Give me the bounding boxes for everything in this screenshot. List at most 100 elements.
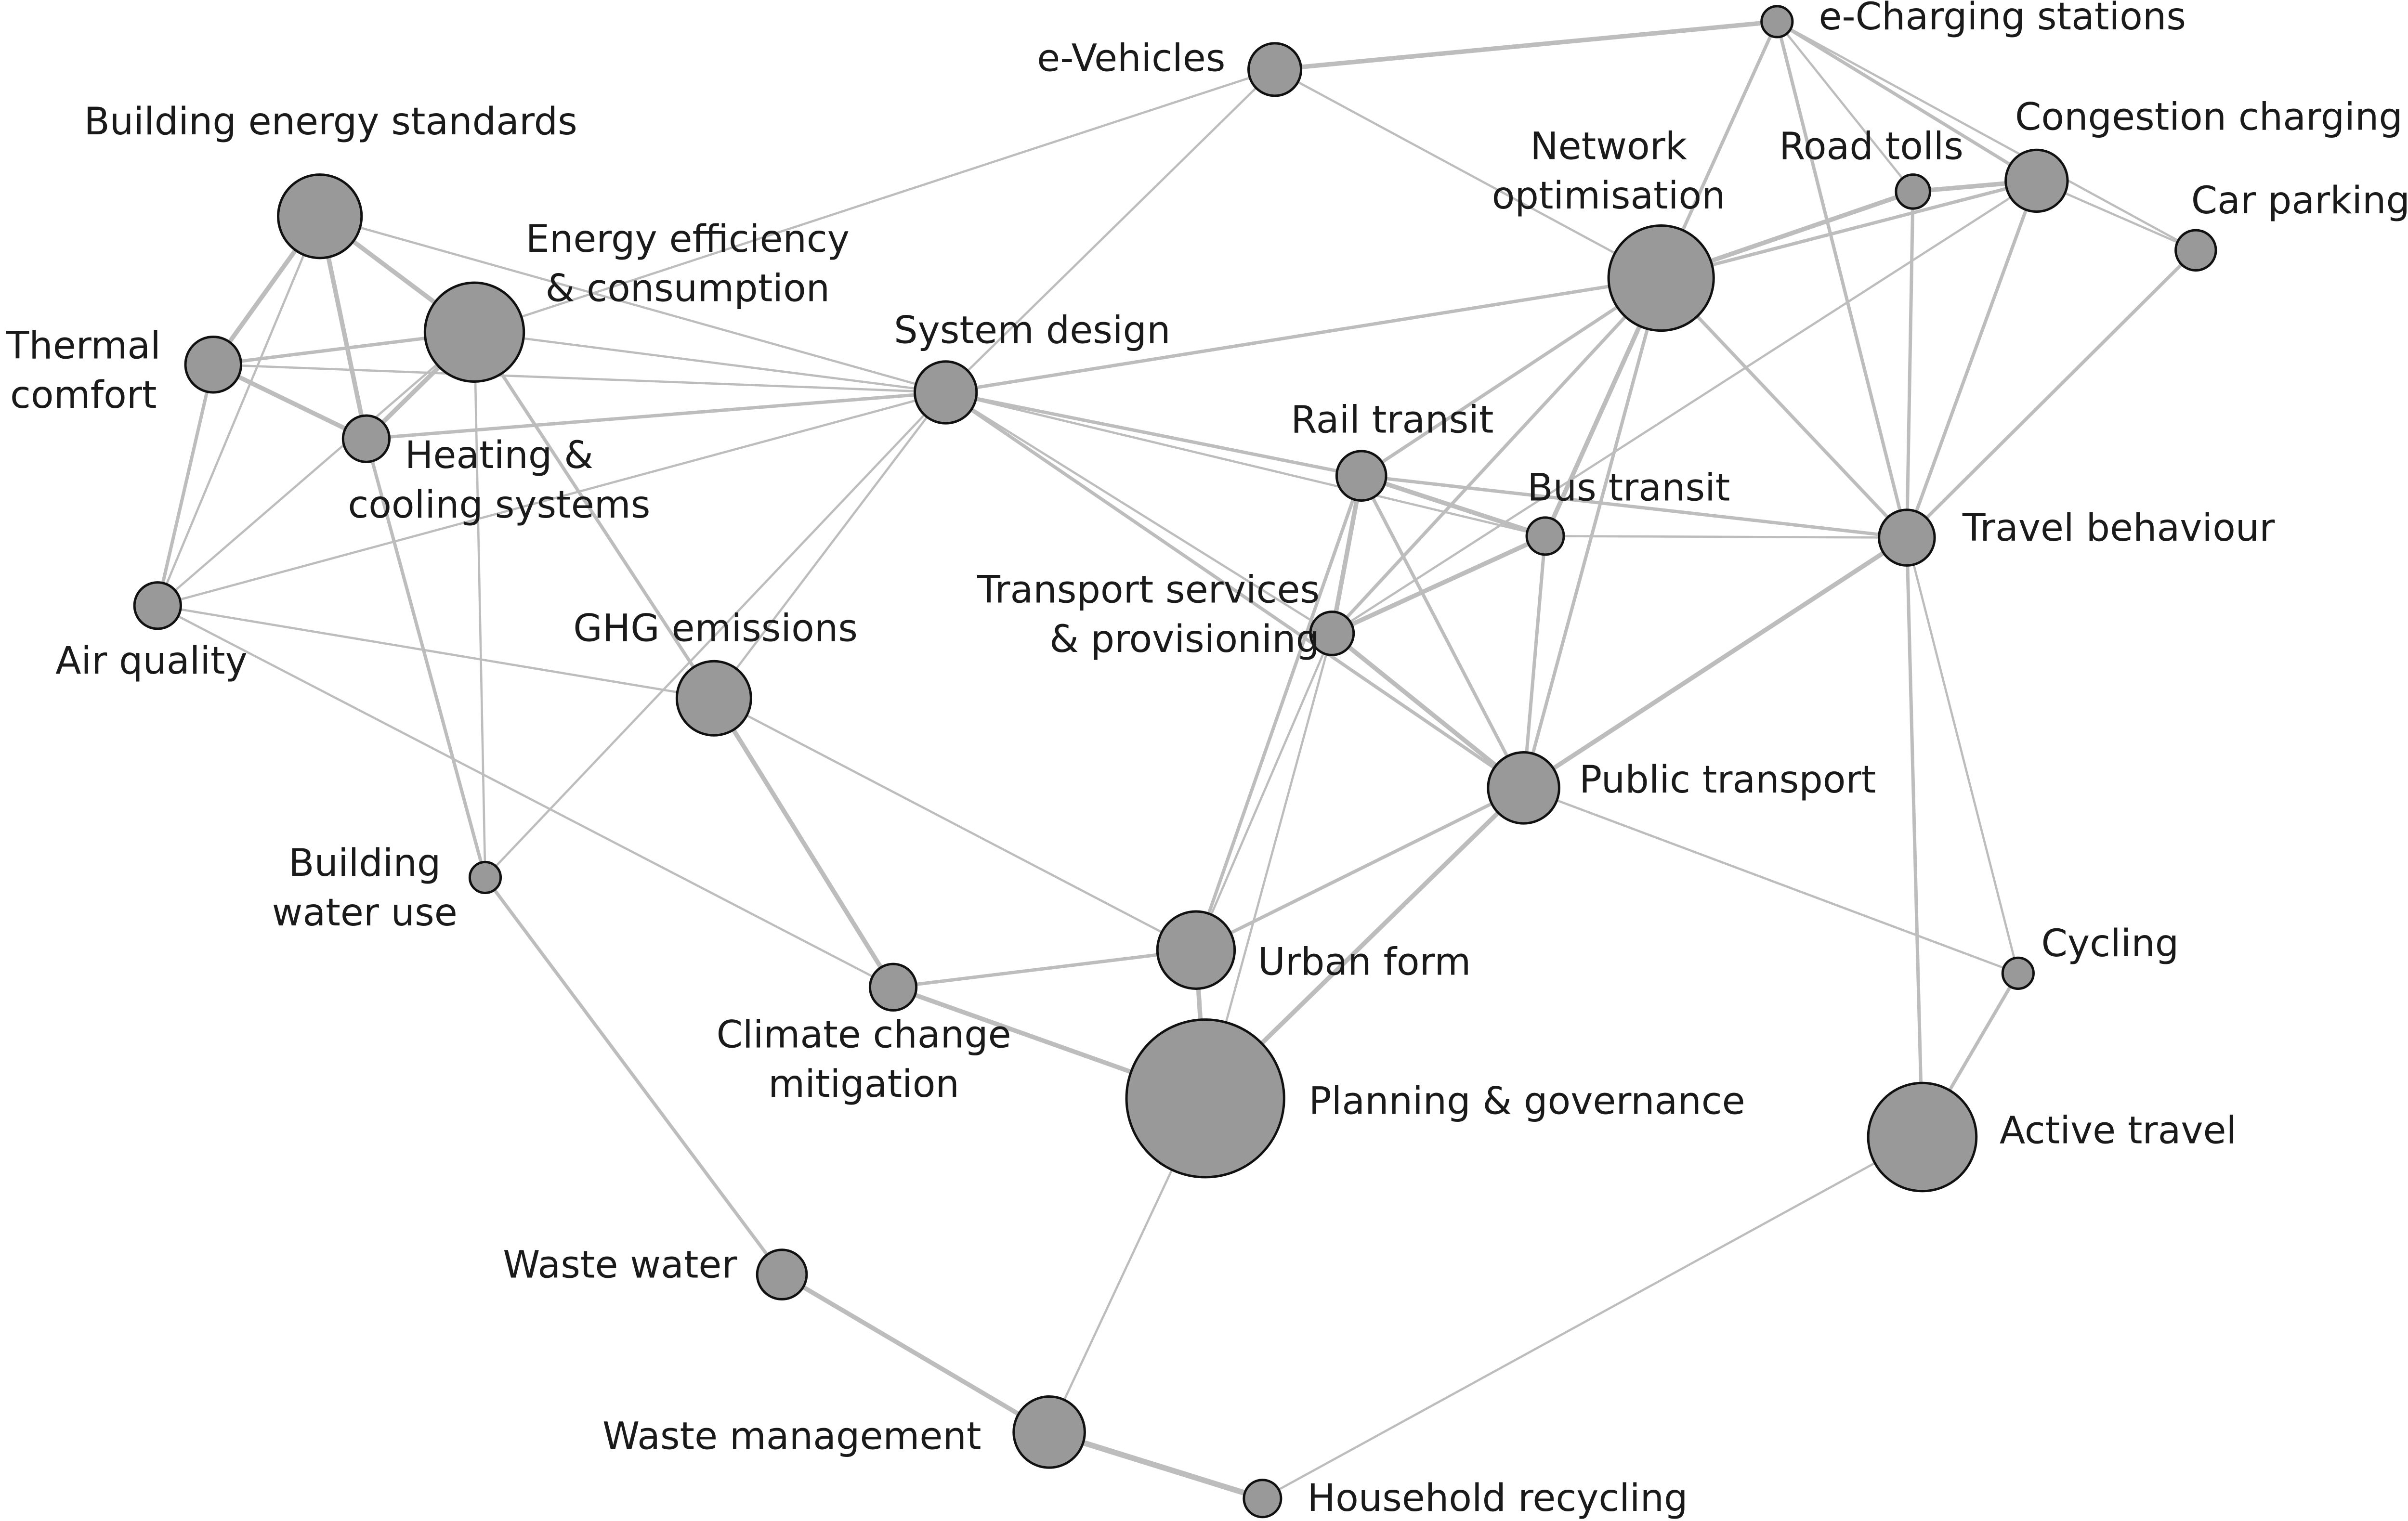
edge-heating-cooling-building-water-use [364,437,487,879]
label-line: Transport services [977,568,1320,611]
edge-network-optimisation-transport-services [1330,276,1663,636]
label-road-tolls: Road tolls [1779,125,1963,168]
edge-transport-services-urban-form [1195,632,1334,951]
node-energy-efficiency [423,281,525,383]
edge-rail-transit-travel-behaviour [1360,474,1909,540]
label-congestion-charging: Congestion charging [2015,96,2403,139]
node-building-energy-standards [277,173,363,260]
edge-rail-transit-urban-form [1194,474,1363,952]
label-line: Energy efficiency [526,218,850,261]
label-ghg-emissions: GHG emissions [573,607,858,650]
edge-thermal-comfort-air-quality [156,363,215,608]
edge-air-quality-climate-change-mitigation [156,604,894,988]
edge-waste-management-household-recycling [1046,1429,1266,1502]
edge-public-transport-urban-form [1194,786,1526,952]
edge-rail-transit-public-transport [1360,474,1526,790]
node-system-design [913,360,978,425]
edge-thermal-comfort-system-design [212,363,947,394]
label-waste-water: Waste water [503,1243,737,1287]
edge-climate-change-mitigation-urban-form [891,948,1198,989]
edge-ghg-emissions-system-design [713,391,947,700]
edge-energy-efficiency-building-water-use [473,331,486,879]
label-line: water use [272,891,458,935]
label-line: Rail transit [1291,398,1493,442]
label-line: Cycling [2041,922,2179,965]
edge-network-optimisation-congestion-charging [1659,179,2039,280]
label-air-quality: Air quality [55,639,248,683]
edge-network-optimisation-travel-behaviour [1659,276,1909,540]
label-line: Planning & governance [1309,1079,1745,1123]
label-line: mitigation [768,1063,959,1106]
node-network-optimisation [1607,224,1715,332]
edge-e-vehicles-network-optimisation [1273,68,1662,279]
edge-public-transport-cycling [1522,787,2019,975]
edge-system-design-network-optimisation [944,276,1663,394]
node-ghg-emissions [675,660,752,737]
label-line: & consumption [545,267,830,311]
label-line: Thermal [6,324,161,367]
node-layer [133,5,2217,1519]
label-line: Bus transit [1527,467,1730,510]
label-cycling: Cycling [2041,922,2179,965]
label-line: Urban form [1258,941,1471,984]
label-waste-management: Waste management [602,1415,981,1458]
label-line: Building energy standards [84,100,577,143]
edge-e-charging-stations-road-tolls [1776,20,1914,193]
label-line: Active travel [2000,1109,2237,1152]
edge-ghg-emissions-climate-change-mitigation [711,696,896,989]
edge-travel-behaviour-cycling [1906,536,2019,975]
label-line: & provisioning [1049,618,1320,661]
label-public-transport: Public transport [1579,758,1876,802]
node-waste-water [756,1248,808,1300]
edge-travel-behaviour-public-transport [1521,535,1910,791]
label-line: Congestion charging [2015,96,2403,139]
edge-air-quality-ghg-emissions [156,604,715,700]
node-climate-change-mitigation [868,962,918,1012]
edge-building-energy-standards-system-design [318,215,947,394]
edge-building-water-use-system-design [484,391,947,879]
edge-e-charging-stations-car-parking [1776,20,2197,252]
node-urban-form [1156,910,1236,990]
edge-energy-efficiency-system-design [473,331,947,394]
label-line: Household recycling [1307,1477,1688,1520]
edge-e-charging-stations-congestion-charging [1775,20,2039,182]
label-e-vehicles: e-Vehicles [1037,37,1225,80]
label-rail-transit: Rail transit [1291,398,1493,442]
label-line: Car parking [2191,179,2408,222]
label-line: Climate change [717,1013,1011,1056]
edge-e-vehicles-e-charging-stations [1272,19,1780,72]
edge-energy-efficiency-ghg-emissions [472,330,716,700]
edge-car-parking-travel-behaviour [1905,248,2198,540]
label-system-design: System design [894,309,1170,352]
label-household-recycling: Household recycling [1307,1477,1688,1520]
edge-ghg-emissions-urban-form [713,697,1197,951]
node-rail-transit [1335,450,1387,502]
node-household-recycling [1243,1479,1283,1519]
edge-e-charging-stations-travel-behaviour [1775,20,1909,540]
node-heating-cooling [341,414,391,463]
label-planning-governance: Planning & governance [1309,1079,1745,1123]
node-bus-transit [1525,516,1565,556]
label-line: e-Vehicles [1037,37,1225,80]
edge-travel-behaviour-active-travel [1905,536,1924,1139]
node-building-water-use [468,860,502,895]
node-air-quality [133,581,182,630]
edge-building-energy-standards-air-quality [156,215,321,607]
edge-system-design-public-transport [944,390,1526,790]
label-line: Network [1530,125,1687,168]
label-heating-cooling: Heating &cooling systems [348,434,650,527]
edge-energy-efficiency-e-vehicles [473,68,1276,334]
edge-system-design-rail-transit [944,390,1363,478]
label-line: Heating & [405,434,593,477]
label-active-travel: Active travel [2000,1109,2237,1152]
node-waste-management [1012,1395,1086,1469]
node-e-vehicles [1247,42,1303,97]
node-public-transport [1487,751,1560,825]
node-road-tolls [1895,173,1931,210]
edge-bus-transit-public-transport [1522,534,1547,790]
label-line: Public transport [1579,758,1876,802]
edge-network-optimisation-public-transport [1522,276,1663,790]
